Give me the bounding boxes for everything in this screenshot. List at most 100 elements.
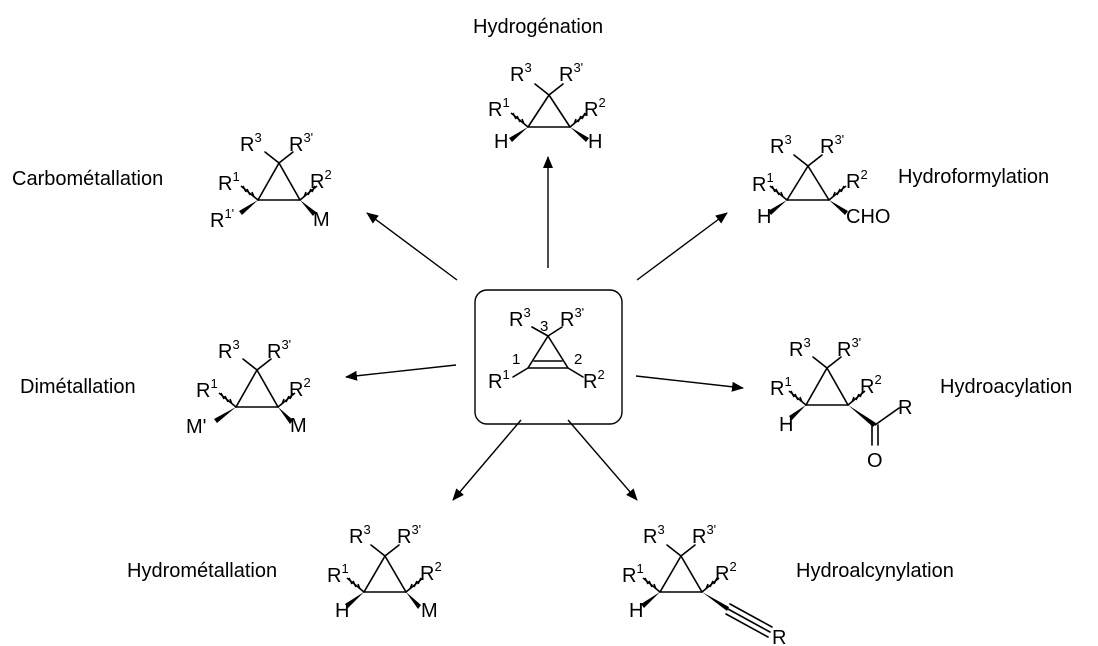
wedge-bond (768, 200, 787, 215)
bond-c1-r1 (512, 367, 529, 378)
arrow-hydrometallation (452, 419, 522, 501)
ring-number-1: 1 (512, 351, 520, 368)
bond-acyl-r (874, 407, 900, 426)
r3p-label: R3' (559, 60, 583, 86)
bond (242, 358, 258, 371)
r1-label: R1 (327, 561, 349, 587)
m-label: M (290, 415, 307, 437)
bond (264, 151, 280, 164)
h-label: H (629, 600, 643, 622)
h-label: H (757, 206, 771, 228)
product-hydrogenation: Hydrogénation R3 R3' R1 R2 H H (473, 16, 606, 153)
r3-label: R3 (510, 60, 532, 86)
bond (527, 94, 550, 128)
alkyne-bond (729, 603, 773, 628)
bond (363, 555, 386, 593)
alkyne-bond (725, 613, 769, 638)
ring-number-2: 2 (574, 351, 582, 368)
r3p-label: R3' (267, 337, 291, 363)
bond (278, 162, 301, 201)
label-carbometallation: Carbométallation (12, 168, 163, 190)
bond-c2-c3 (547, 335, 569, 369)
wedge-bond (509, 127, 528, 142)
r1-label: R1 (770, 374, 792, 400)
bond (826, 356, 842, 369)
hash-bond (788, 390, 807, 406)
r2-label: R2 (583, 367, 605, 393)
r3-label: R3 (770, 132, 792, 158)
h-label: H (494, 131, 508, 153)
hash-bond (701, 577, 720, 593)
mp-label: M' (186, 416, 206, 438)
r3-label: R3 (349, 522, 371, 548)
hash-bond (642, 577, 661, 593)
label-hydrogenation: Hydrogénation (473, 16, 603, 38)
r3p-label: R3' (289, 130, 313, 156)
wedge-bond (239, 200, 258, 215)
product-hydroformylation: Hydroformylation R3 R3' R1 R2 H CHO (752, 132, 1049, 228)
bond (534, 83, 550, 96)
product-dimetallation: Dimétallation R3 R3' R1 R2 M' M (20, 337, 311, 438)
hash-bond (405, 577, 424, 593)
bond (548, 94, 571, 128)
label-hydroformylation: Hydroformylation (898, 166, 1049, 188)
bond (370, 544, 386, 557)
r2-label: R2 (860, 372, 882, 398)
h-label: H (588, 131, 602, 153)
r1-label: R1 (622, 561, 644, 587)
bond (256, 369, 279, 408)
bond (257, 162, 280, 201)
o-label: O (867, 450, 883, 472)
r3p-label: R3' (820, 132, 844, 158)
product-hydroacylation: Hydroacylation R3 R3' R1 R2 H R O (770, 335, 1072, 472)
wedge-bond (300, 200, 316, 216)
alkyne-bond (727, 608, 771, 633)
bond (786, 165, 809, 201)
r3p-label: R3' (692, 522, 716, 548)
r2-label: R2 (715, 559, 737, 585)
hash-bond (277, 392, 296, 408)
alkyne-r-label: R (772, 627, 786, 646)
r2-label: R2 (420, 559, 442, 585)
r1-label: R1 (488, 95, 510, 121)
bond (384, 544, 400, 557)
wedge-bond (702, 592, 729, 611)
bond (807, 165, 830, 201)
bond (666, 544, 682, 557)
label-hydroacylation: Hydroacylation (940, 376, 1072, 398)
wedge-bond (406, 592, 421, 609)
wedge-bond (570, 127, 589, 142)
bond (235, 369, 258, 408)
label-dimetallation: Dimétallation (20, 376, 136, 398)
h-label: H (335, 600, 349, 622)
central-cyclopropene: R3 R3' R1 R2 3 1 2 (474, 289, 623, 425)
bond-c3-r3p (547, 326, 563, 337)
central-box (474, 289, 623, 425)
arrow-hydroformylation (636, 212, 728, 281)
arrow-dimetallation (345, 364, 457, 381)
bond-c1-c3 (527, 335, 549, 369)
bond (826, 367, 849, 406)
m-label: M (313, 209, 330, 231)
r3-label: R3 (240, 130, 262, 156)
bond (659, 555, 682, 593)
wedge-bond (214, 407, 236, 423)
label-hydrometallation: Hydrométallation (127, 560, 277, 582)
r3-label: R3 (218, 337, 240, 363)
hash-bond (299, 185, 318, 201)
bond (680, 544, 696, 557)
r3p-label: R3' (397, 522, 421, 548)
bond (256, 358, 272, 371)
r2-label: R2 (289, 375, 311, 401)
r3-label: R3 (643, 522, 665, 548)
r3p-label: R3' (837, 335, 861, 361)
wedge-bond (848, 405, 876, 427)
product-carbometallation: Carbométallation R3 R3' R1 R2 R1' M (12, 130, 332, 232)
cho-label: CHO (846, 206, 890, 228)
r3-label: R3 (789, 335, 811, 361)
bond (680, 555, 703, 593)
wedge-bond (345, 592, 364, 608)
acyl-r-label: R (898, 397, 912, 419)
product-hydrometallation: Hydrométallation R3 R3' R1 R2 H M (127, 522, 442, 622)
